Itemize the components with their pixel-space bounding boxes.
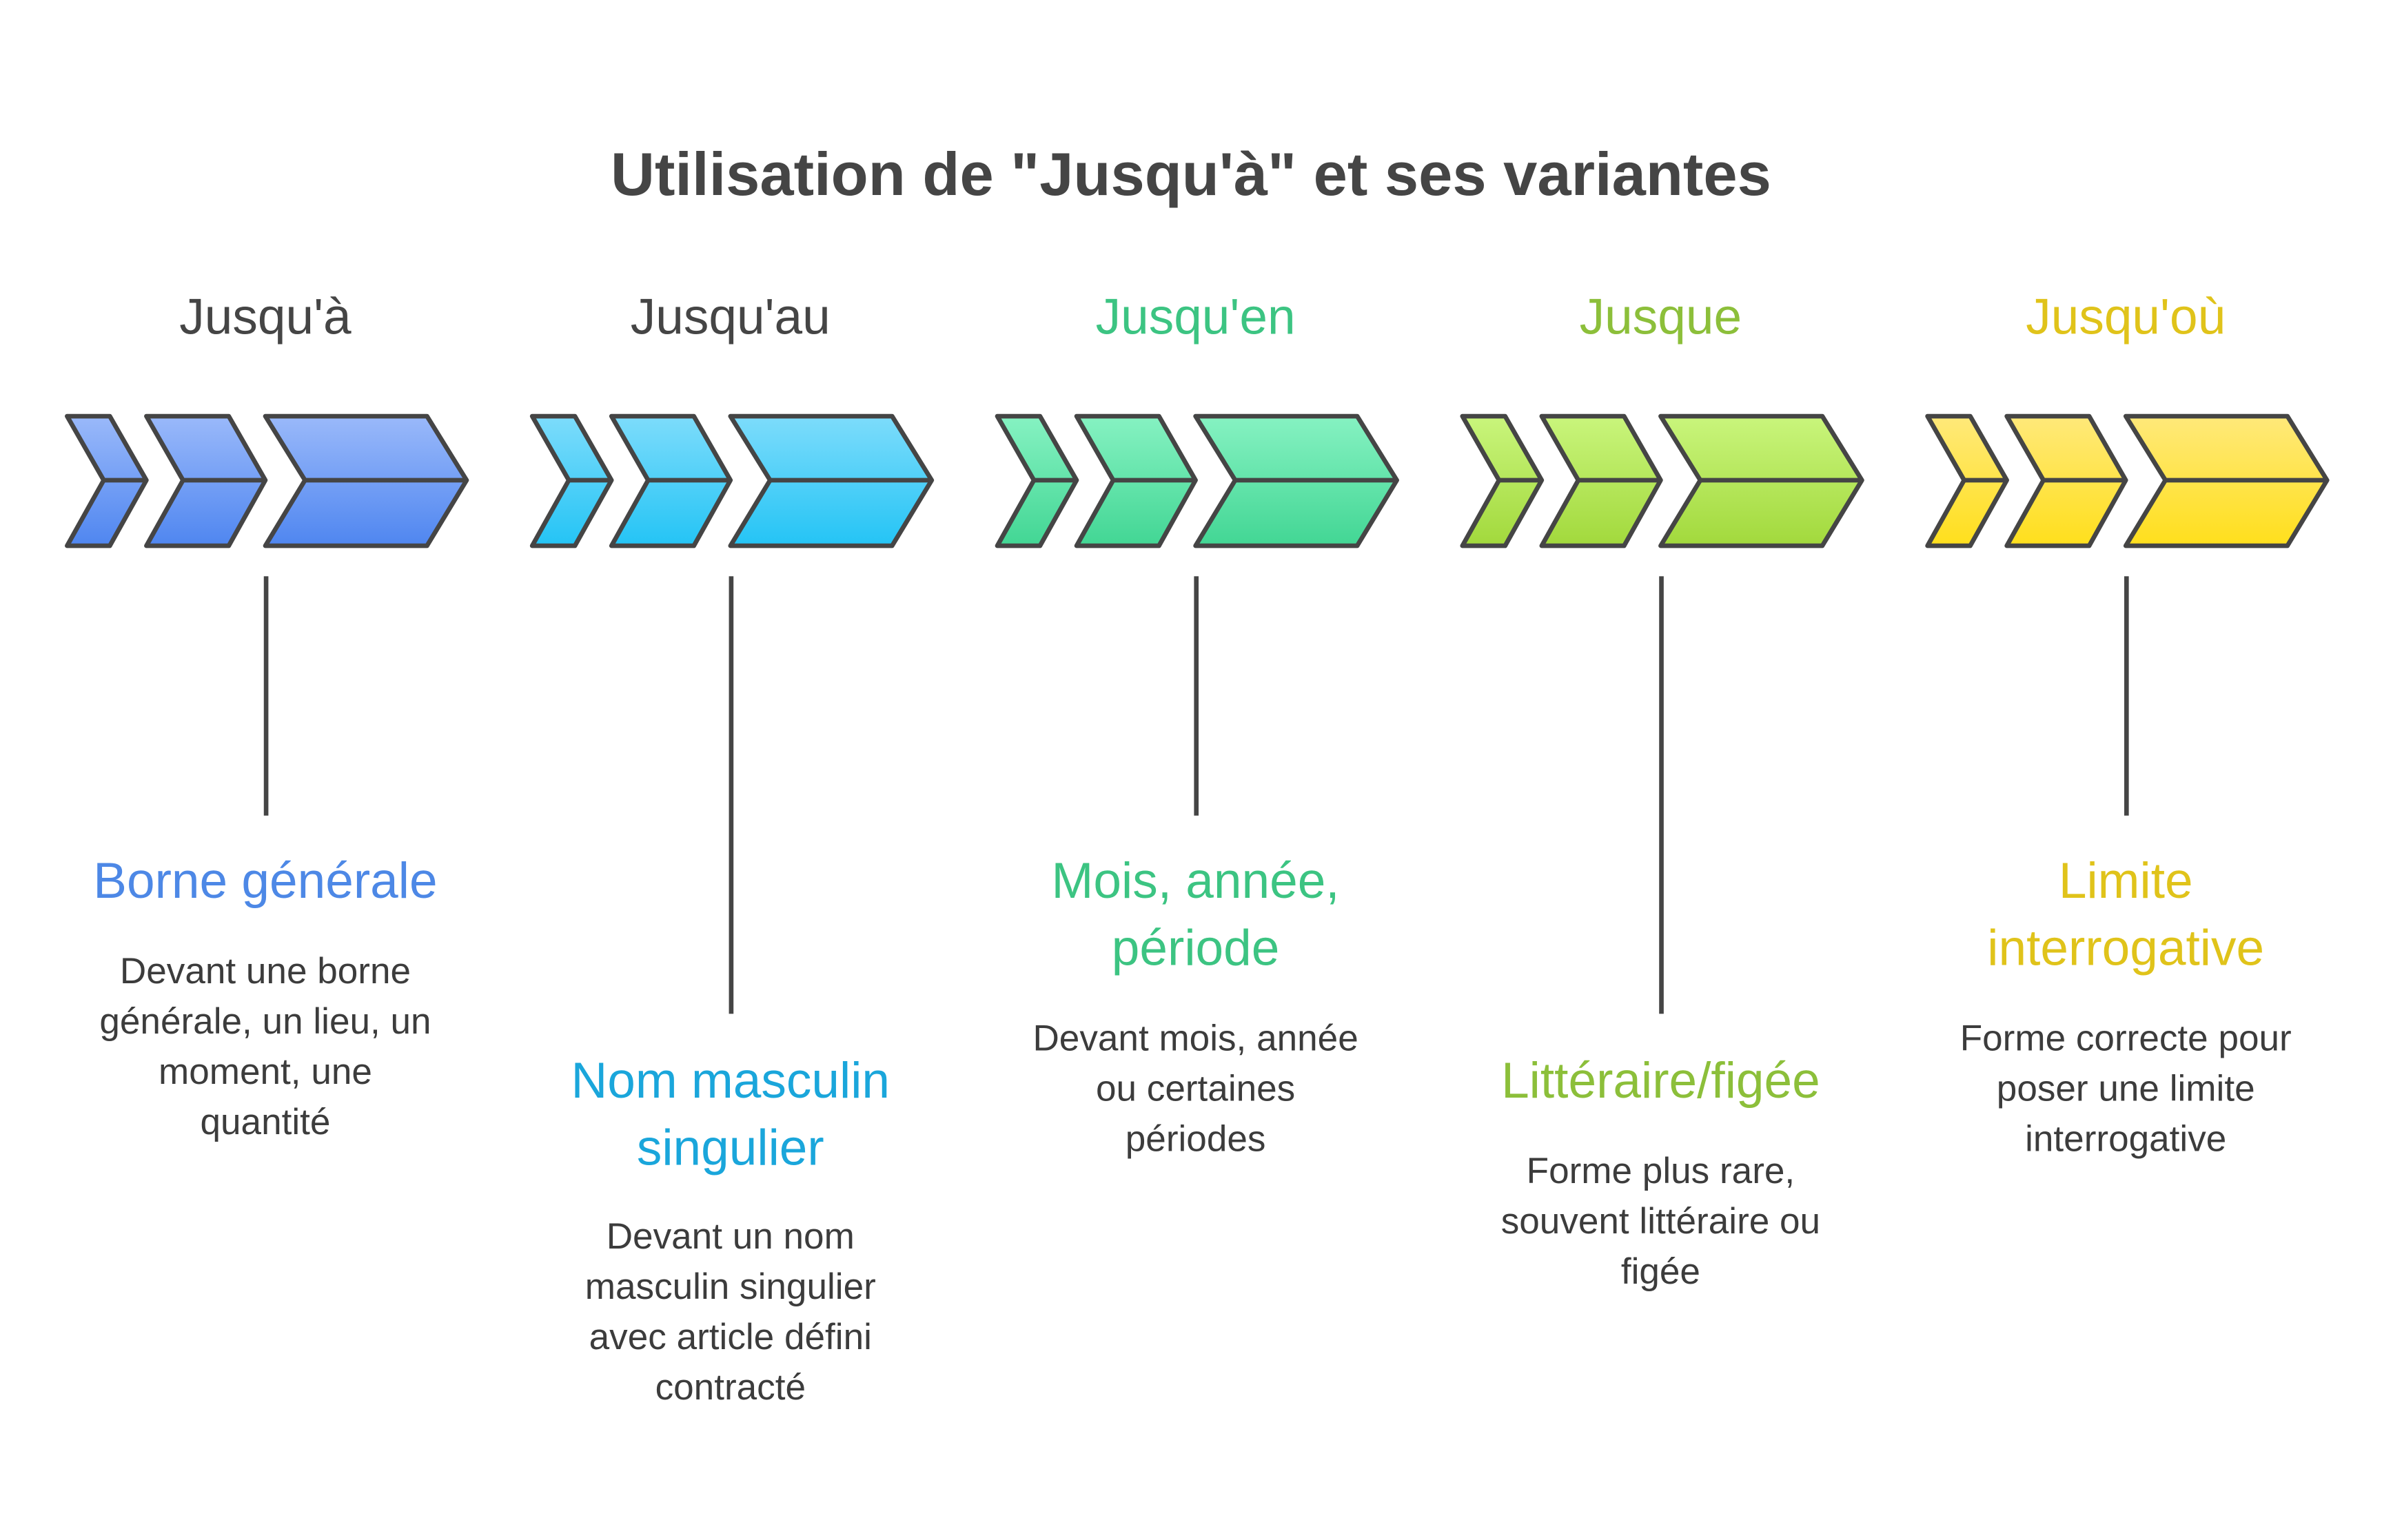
description-line: périodes (1125, 1118, 1266, 1160)
variant-description: Devant un nom masculin singulier avec ar… (487, 1212, 975, 1413)
variant-heading-line: période (1111, 919, 1280, 976)
variant-description: Forme correcte pour poser une limite int… (1882, 1014, 2370, 1164)
description-line: Devant mois, année (1032, 1018, 1358, 1060)
variant-heading-line: Nom masculin (571, 1051, 890, 1109)
variant-column-jusque: Jusque Littéraire/figée Forme plus rare,… (1432, 0, 1890, 1540)
description-line: Forme plus rare, (1526, 1151, 1795, 1193)
connector-line (1659, 576, 1664, 1014)
description-line: Forme correcte pour (1959, 1018, 2292, 1060)
variant-heading-line: Mois, année, (1051, 852, 1340, 909)
description-line: interrogative (2025, 1118, 2227, 1160)
variant-heading-line: Limite (2058, 852, 2193, 909)
variant-column-jusquen: Jusqu'en Mois, année, période Devant moi… (967, 0, 1425, 1540)
variant-heading: Littéraire/figée (1386, 1047, 1935, 1114)
diagram-title: Utilisation de "Jusqu'à" et ses variante… (611, 141, 1771, 209)
description-line: générale, un lieu, un (99, 1001, 431, 1043)
chevron-arrows-icon (65, 413, 469, 548)
variant-column-jusquau: Jusqu'au Nom masculin singulier Devant u… (502, 0, 959, 1540)
description-line: poser une limite (1996, 1068, 2255, 1110)
connector-line (263, 576, 269, 816)
description-line: ou certaines (1095, 1068, 1296, 1110)
connector-line (2124, 576, 2129, 816)
chevron-arrows-icon (1460, 413, 1864, 548)
description-line: souvent littéraire ou (1500, 1201, 1821, 1243)
chevron-arrows-icon (529, 413, 935, 548)
variant-description: Devant une borne générale, un lieu, un m… (21, 947, 509, 1148)
variant-heading: Borne générale (0, 848, 540, 914)
variant-name: Jusqu'où (2026, 288, 2226, 345)
description-line: Devant une borne (119, 951, 411, 993)
variant-heading-line: Borne générale (93, 852, 438, 909)
description-line: moment, une (158, 1051, 372, 1094)
variant-name: Jusqu'au (630, 288, 831, 345)
description-line: figée (1620, 1251, 1700, 1293)
variant-heading: Nom masculin singulier (456, 1047, 1006, 1182)
chevron-arrows-icon (995, 413, 1399, 548)
description-line: masculin singulier (584, 1266, 876, 1308)
description-line: Devant un nom (606, 1216, 855, 1258)
variant-column-jusqua: Jusqu'à Borne générale Devant une borne … (37, 0, 494, 1540)
variant-name: Jusqu'en (1095, 288, 1296, 345)
connector-line (1194, 576, 1199, 816)
variant-heading-line: interrogative (1987, 919, 2265, 976)
variant-description: Forme plus rare, souvent littéraire ou f… (1416, 1147, 1904, 1297)
variant-heading: Mois, année, période (921, 848, 1470, 982)
variant-heading: Limite interrogative (1851, 848, 2382, 982)
description-line: quantité (200, 1102, 331, 1144)
connector-line (729, 576, 734, 1014)
variant-name: Jusque (1579, 288, 1742, 345)
variant-description: Devant mois, année ou certaines périodes (952, 1014, 1440, 1164)
description-line: avec article défini (589, 1317, 872, 1359)
variant-column-jusquou: Jusqu'où Limite interrogative Forme corr… (1897, 0, 2354, 1540)
description-line: contracté (655, 1367, 806, 1409)
chevron-arrows-icon (1925, 413, 2330, 548)
variant-heading-line: Littéraire/figée (1501, 1051, 1820, 1109)
variant-heading-line: singulier (636, 1118, 824, 1175)
variant-name: Jusqu'à (179, 288, 352, 345)
